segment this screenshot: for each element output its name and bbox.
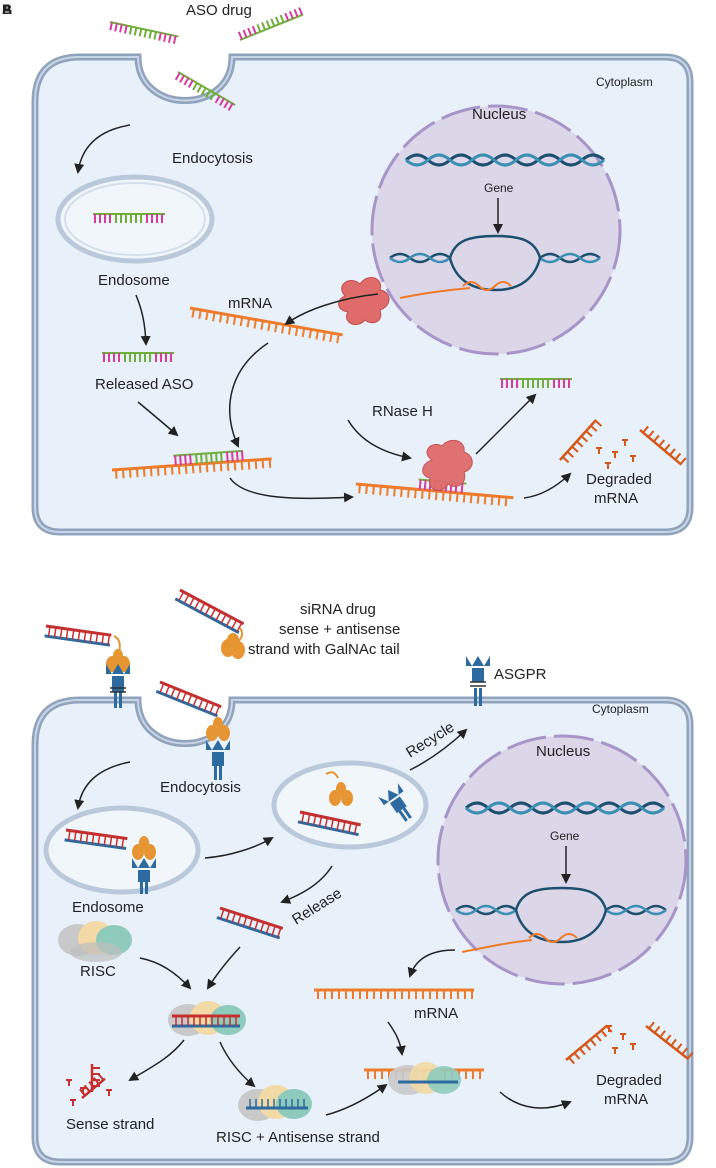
degraded-mrna [559,419,687,469]
sirna-duplex [216,906,284,940]
arrow [204,836,274,859]
rnase-h-enzyme [338,276,390,325]
dna-helix [404,153,606,167]
panel-a: A Cytoplasm ASO drug [2,1,694,536]
nucleus: Nucleus Gene [436,734,688,986]
arrow [280,865,333,904]
nucleus-label: Nucleus [472,106,526,123]
asgpr-label: ASGPR [494,666,547,683]
arrow [219,1041,256,1088]
transcription-bubble [455,886,667,953]
risc-antisense-label: RISC + Antisense strand [216,1129,380,1146]
transcription-bubble [389,234,601,299]
mrna-label: mRNA [228,295,272,312]
risc-mrna-complex [364,1062,484,1095]
nucleus-label: Nucleus [536,743,590,760]
aso-molecule [102,352,174,362]
aso-molecule [174,71,236,111]
arrow [206,946,241,990]
sirna-asgpr-complex [64,828,156,894]
panel-b: B Cytoplasm siRNA drug sense + antisense… [2,1,694,1166]
degraded-label-line1: Degraded [596,1072,662,1089]
endosome [43,805,201,895]
asgpr-receptor [466,656,490,706]
nucleus: Nucleus Gene [370,104,622,356]
released-aso-label: Released ASO [95,376,193,393]
risc-complex [58,921,132,962]
arrow [284,293,379,326]
arrow [325,1083,388,1116]
arrow [347,419,412,462]
degraded-label-line1: Degraded [586,471,652,488]
sirna-asgpr-complex [155,680,230,780]
rnase-h-label: RNase H [372,403,433,420]
sense-strand-fragments [66,1064,112,1106]
aso-drug-label: ASO drug [186,2,252,19]
cytoplasm-label: Cytoplasm [596,75,653,89]
sense-strand-label: Sense strand [66,1116,154,1133]
aso-molecule [93,213,165,223]
arrow [387,1021,406,1056]
sirna-asgpr-complex [44,624,130,708]
arrow [229,342,269,448]
endocytosis-label: Endocytosis [172,150,253,167]
arrow [475,393,537,455]
risc-antisense-complex [238,1085,312,1121]
arrow [128,1039,185,1082]
drug-label-line3: strand with GalNAc tail [248,641,400,658]
arrow [139,957,192,990]
risc-label: RISC [80,963,116,980]
panel-a-letter: A [2,1,12,17]
rnase-h-complex [355,439,514,507]
arrow [409,728,468,771]
arrow [135,294,151,346]
aso-mrna-duplex [111,449,272,479]
mrna-strand [189,306,343,344]
arrow [74,124,131,174]
sirna-duplex [297,810,361,837]
arrow [137,401,179,437]
mrna-label: mRNA [414,1005,458,1022]
endosome-label: Endosome [98,272,170,289]
aso-molecule [237,7,304,41]
dna-helix [464,801,666,815]
drug-label-line1: siRNA drug [300,601,376,618]
arrow [523,472,572,499]
degraded-label-line2: mRNA [604,1091,648,1108]
degraded-mrna [565,1021,694,1065]
risc-loaded [168,1001,246,1036]
arrow [229,477,354,503]
cytoplasm-label: Cytoplasm [592,702,649,716]
arrow [499,1091,572,1110]
sirna-galnac [174,588,245,659]
galnac-tail [325,771,353,806]
drug-label-line2: sense + antisense [279,621,400,638]
gene-label: Gene [484,181,514,195]
mrna-strand [314,988,474,999]
arrow [74,761,131,810]
panel-b-letter: B [2,1,12,17]
arrow [407,949,456,978]
aso-molecule [500,378,572,388]
asgpr-receptor [378,783,412,822]
aso-molecule [109,21,179,44]
degraded-label-line2: mRNA [594,490,638,507]
endosome-label: Endosome [72,899,144,916]
gene-label: Gene [550,829,580,843]
endocytosis-label: Endocytosis [160,779,241,796]
